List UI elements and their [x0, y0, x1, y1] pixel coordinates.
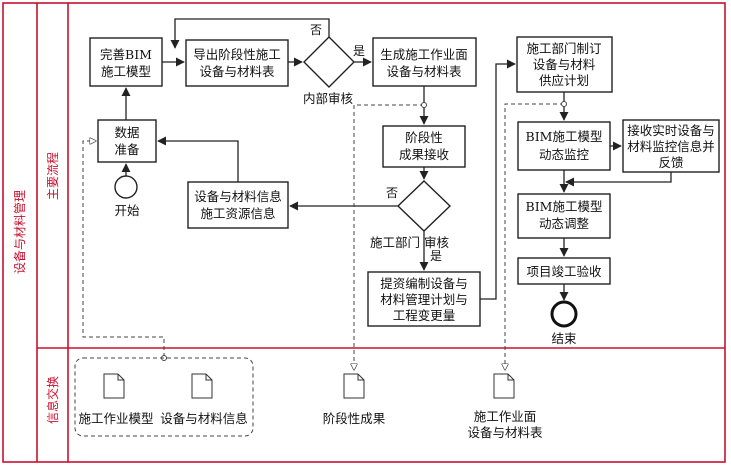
node-gen-table: 生成施工作业面 设备与材料表: [372, 37, 477, 87]
start-label: 开始: [114, 203, 140, 218]
label-no-mid: 否: [386, 186, 398, 200]
svg-text:接收实时设备与: 接收实时设备与: [627, 123, 715, 138]
svg-text:成果接收: 成果接收: [399, 147, 450, 162]
doc-label-model: 施工作业模型: [78, 411, 153, 426]
doc-group-frame: [74, 357, 254, 437]
end-label: 结束: [551, 331, 577, 346]
svg-text:完善BIM: 完善BIM: [100, 47, 152, 62]
connectors: [121, 18, 672, 301]
doc-icon-face: [493, 373, 515, 399]
svg-text:设备与材料表: 设备与材料表: [386, 64, 462, 79]
doc-label-stage: 阶段性成果: [323, 411, 386, 426]
svg-text:生成施工作业面: 生成施工作业面: [380, 47, 468, 62]
svg-text:工程变更量: 工程变更量: [393, 308, 456, 323]
svg-text:提资编制设备与: 提资编制设备与: [380, 276, 468, 291]
node-bim-monitor: BIM施工模型 动态监控: [517, 121, 611, 171]
svg-text:施工部门制订: 施工部门制订: [526, 41, 601, 56]
svg-text:设备与材料: 设备与材料: [533, 57, 596, 72]
svg-text:动态调整: 动态调整: [539, 216, 590, 231]
svg-text:导出阶段性施工: 导出阶段性施工: [193, 47, 281, 62]
doc-label-face-1: 施工作业面: [474, 409, 537, 424]
lane-info-label: 信息交换: [45, 376, 60, 424]
svg-text:设备与材料表: 设备与材料表: [199, 64, 275, 79]
label-yes-mid: 是: [430, 249, 442, 263]
decision-internal-review: [303, 36, 355, 88]
label-no-top: 否: [310, 23, 322, 37]
svg-text:BIM施工模型: BIM施工模型: [526, 129, 603, 144]
node-bim-adjust: BIM施工模型 动态调整: [517, 193, 611, 239]
lane-main-label: 主要流程: [45, 152, 60, 200]
swimlane-frame: [2, 2, 726, 463]
node-data-prep: 数据 准备: [97, 119, 157, 163]
svg-text:阶段性: 阶段性: [405, 130, 443, 145]
label-yes-top: 是: [353, 44, 365, 58]
node-receive-info: 接收实时设备与 材料监控信息并 反馈: [622, 119, 720, 173]
end-node: [550, 300, 578, 328]
decision-dept-review: [396, 180, 452, 232]
doc-icon-stage: [343, 373, 365, 399]
svg-text:施工资源信息: 施工资源信息: [200, 206, 275, 221]
svg-text:准备: 准备: [114, 142, 140, 157]
node-supply-plan: 施工部门制订 设备与材料 供应计划: [516, 36, 613, 93]
node-export-stage: 导出阶段性施工 设备与材料表: [185, 39, 289, 87]
node-submit-plan: 提资编制设备与 材料管理计划与 工程变更量: [367, 271, 481, 327]
svg-text:材料管理计划与: 材料管理计划与: [380, 292, 468, 307]
svg-text:动态监控: 动态监控: [539, 147, 590, 162]
svg-text:设备与材料信息: 设备与材料信息: [194, 189, 282, 204]
svg-text:项目竣工验收: 项目竣工验收: [526, 264, 602, 279]
doc-icon-model: [103, 373, 125, 399]
svg-text:施工模型: 施工模型: [101, 64, 151, 79]
label-dept-review: 施工部门 审核: [370, 235, 449, 250]
lane-outer-label: 设备与材料管理: [12, 190, 27, 274]
svg-text:供应计划: 供应计划: [539, 73, 589, 88]
node-equip-info: 设备与材料信息 施工资源信息: [187, 181, 289, 229]
node-perfect-bim: 完善BIM 施工模型: [89, 37, 163, 87]
doc-label-face-2: 设备与材料表: [467, 425, 543, 440]
svg-text:BIM施工模型: BIM施工模型: [526, 199, 603, 214]
svg-text:材料监控信息并: 材料监控信息并: [627, 139, 715, 154]
node-stage-result: 阶段性 成果接收: [382, 125, 466, 168]
svg-text:数据: 数据: [114, 125, 139, 140]
doc-label-equip: 设备与材料信息: [160, 411, 248, 426]
doc-icon-equip: [191, 373, 213, 399]
start-node: [114, 175, 138, 199]
svg-text:反馈: 反馈: [658, 155, 683, 170]
label-internal-review: 内部审核: [303, 91, 354, 106]
node-acceptance: 项目竣工验收: [517, 257, 611, 285]
